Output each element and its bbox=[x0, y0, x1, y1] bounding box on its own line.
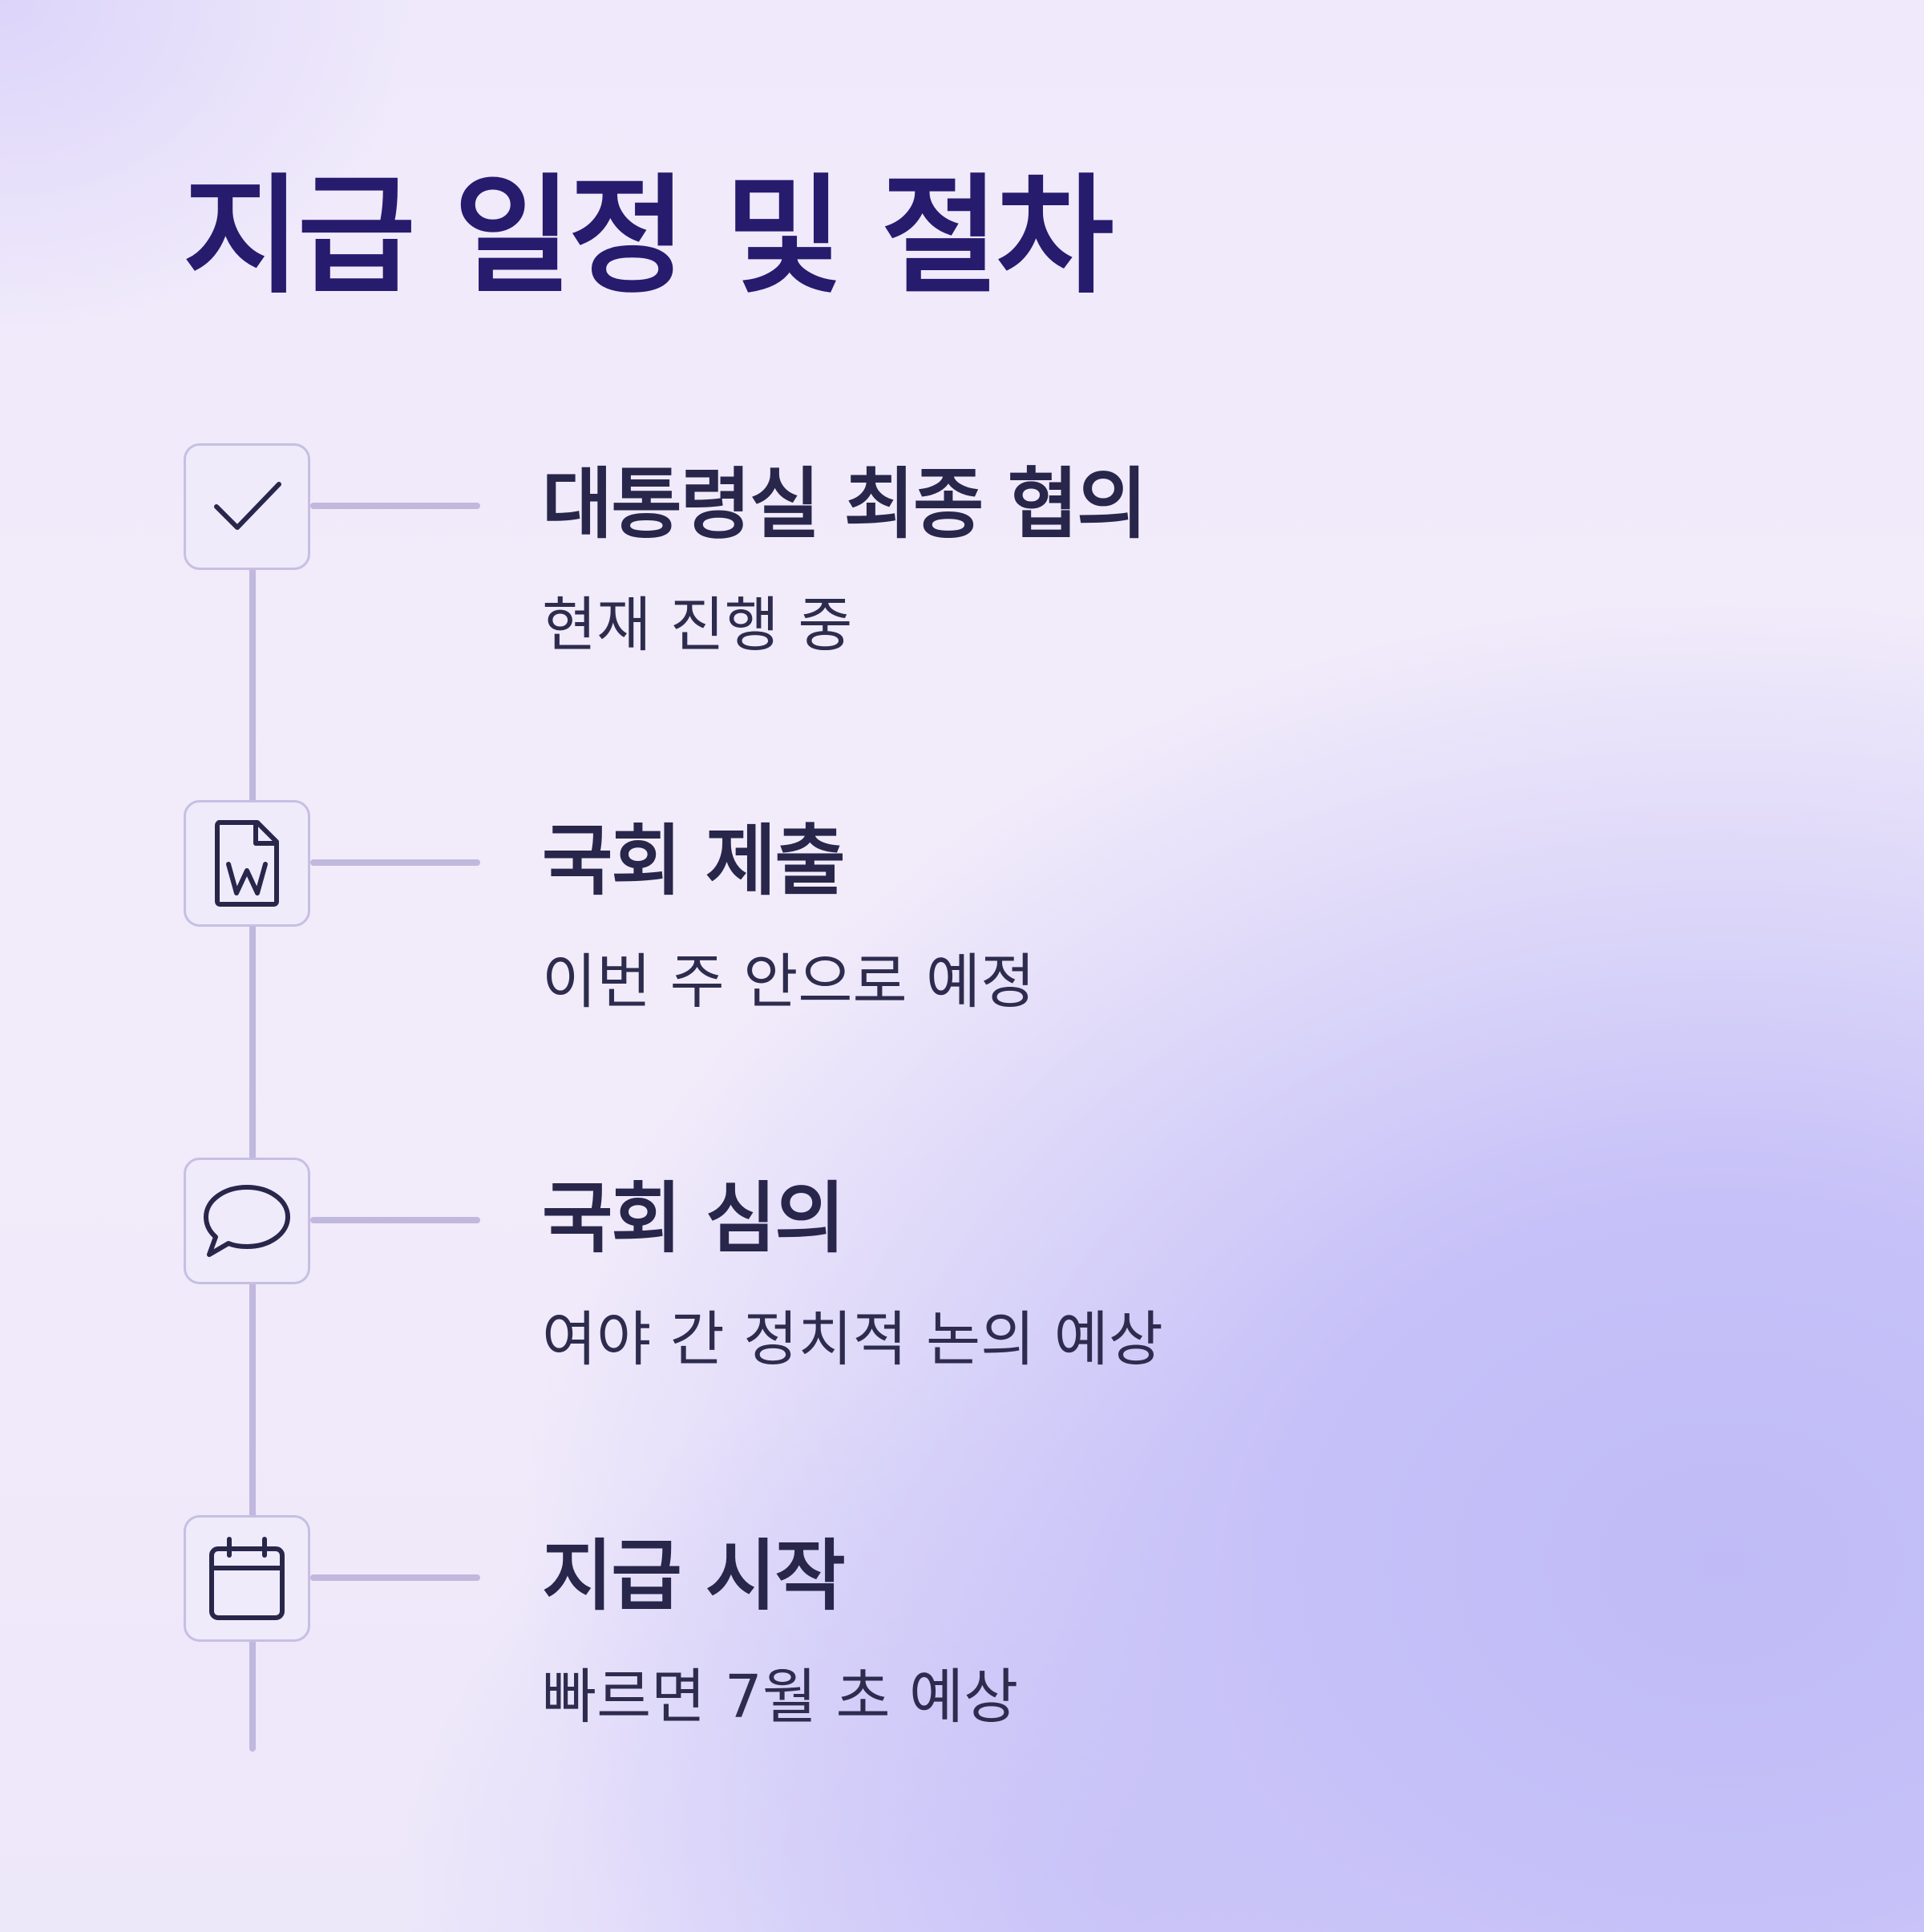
step-icon-box bbox=[184, 443, 310, 570]
calendar-icon bbox=[209, 1537, 285, 1620]
step-connector bbox=[310, 1217, 480, 1223]
step-description: 이번 주 안으로 예정 bbox=[542, 948, 1036, 1017]
step-title: 국회 제출 bbox=[542, 816, 846, 906]
step-title: 대통령실 최종 협의 bbox=[542, 459, 1147, 549]
timeline-step-consultation: 대통령실 최종 협의 현재 진행 중 bbox=[0, 443, 1924, 684]
step-title: 지급 시작 bbox=[542, 1531, 846, 1621]
step-connector bbox=[310, 859, 480, 866]
step-connector bbox=[310, 1574, 480, 1581]
timeline-step-deliberation: 국회 심의 여야 간 정치적 논의 예상 bbox=[0, 1158, 1924, 1398]
timeline-step-payment-start: 지급 시작 빠르면 7월 초 예상 bbox=[0, 1515, 1924, 1756]
step-description: 빠르면 7월 초 예상 bbox=[542, 1663, 1019, 1732]
step-icon-box bbox=[184, 1515, 310, 1642]
step-icon-box bbox=[184, 1158, 310, 1284]
check-icon bbox=[214, 482, 281, 530]
word-document-icon bbox=[215, 820, 279, 907]
step-icon-box bbox=[184, 800, 310, 927]
speech-bubble-icon bbox=[204, 1185, 290, 1257]
timeline-rail bbox=[249, 513, 256, 1752]
timeline-step-submission: 국회 제출 이번 주 안으로 예정 bbox=[0, 800, 1924, 1041]
step-connector bbox=[310, 503, 480, 509]
step-title: 국회 심의 bbox=[542, 1174, 846, 1263]
page-title: 지급 일정 및 절차 bbox=[183, 161, 1114, 311]
step-description: 현재 진행 중 bbox=[542, 591, 853, 660]
step-description: 여야 간 정치적 논의 예상 bbox=[542, 1305, 1163, 1374]
